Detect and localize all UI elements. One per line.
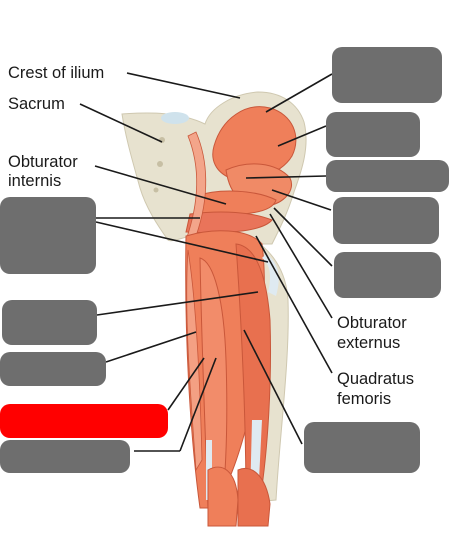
label-quadratus-femoris-line2: femoris <box>337 390 392 408</box>
sacral-top <box>161 112 189 124</box>
answer-box-2[interactable] <box>2 300 97 345</box>
label-crest-of-ilium: Crest of ilium <box>8 64 105 82</box>
label-obturator-internis-line1: Obturator <box>8 153 78 171</box>
label-obturator-externus-line1: Obturator <box>337 314 407 332</box>
answer-box-11[interactable] <box>304 422 420 473</box>
gluteus-medius-muscle <box>212 106 297 181</box>
answer-box-8[interactable] <box>326 160 449 192</box>
leader-lines <box>79 72 333 452</box>
answer-box-7[interactable] <box>326 112 420 157</box>
answer-box-10[interactable] <box>334 252 441 298</box>
tendon-hip <box>262 254 279 296</box>
answer-box-1[interactable] <box>0 197 96 274</box>
answer-box-9[interactable] <box>333 197 439 244</box>
label-obturator-internis-line2: internis <box>8 172 62 190</box>
answer-box-5[interactable] <box>0 440 130 473</box>
biceps-femoris-muscle <box>235 243 271 507</box>
gastrocnemius-lateral <box>237 468 271 527</box>
gracilis-muscle <box>186 249 203 472</box>
label-sacrum: Sacrum <box>8 95 65 113</box>
answer-box-6[interactable] <box>332 47 442 103</box>
answer-box-3[interactable] <box>0 352 106 386</box>
label-obturator-externus-line2: externus <box>337 334 401 352</box>
answer-box-4-selected[interactable] <box>0 404 168 438</box>
label-quadratus-femoris-line1: Quadratus <box>337 370 415 388</box>
gastrocnemius-medial <box>207 466 239 527</box>
